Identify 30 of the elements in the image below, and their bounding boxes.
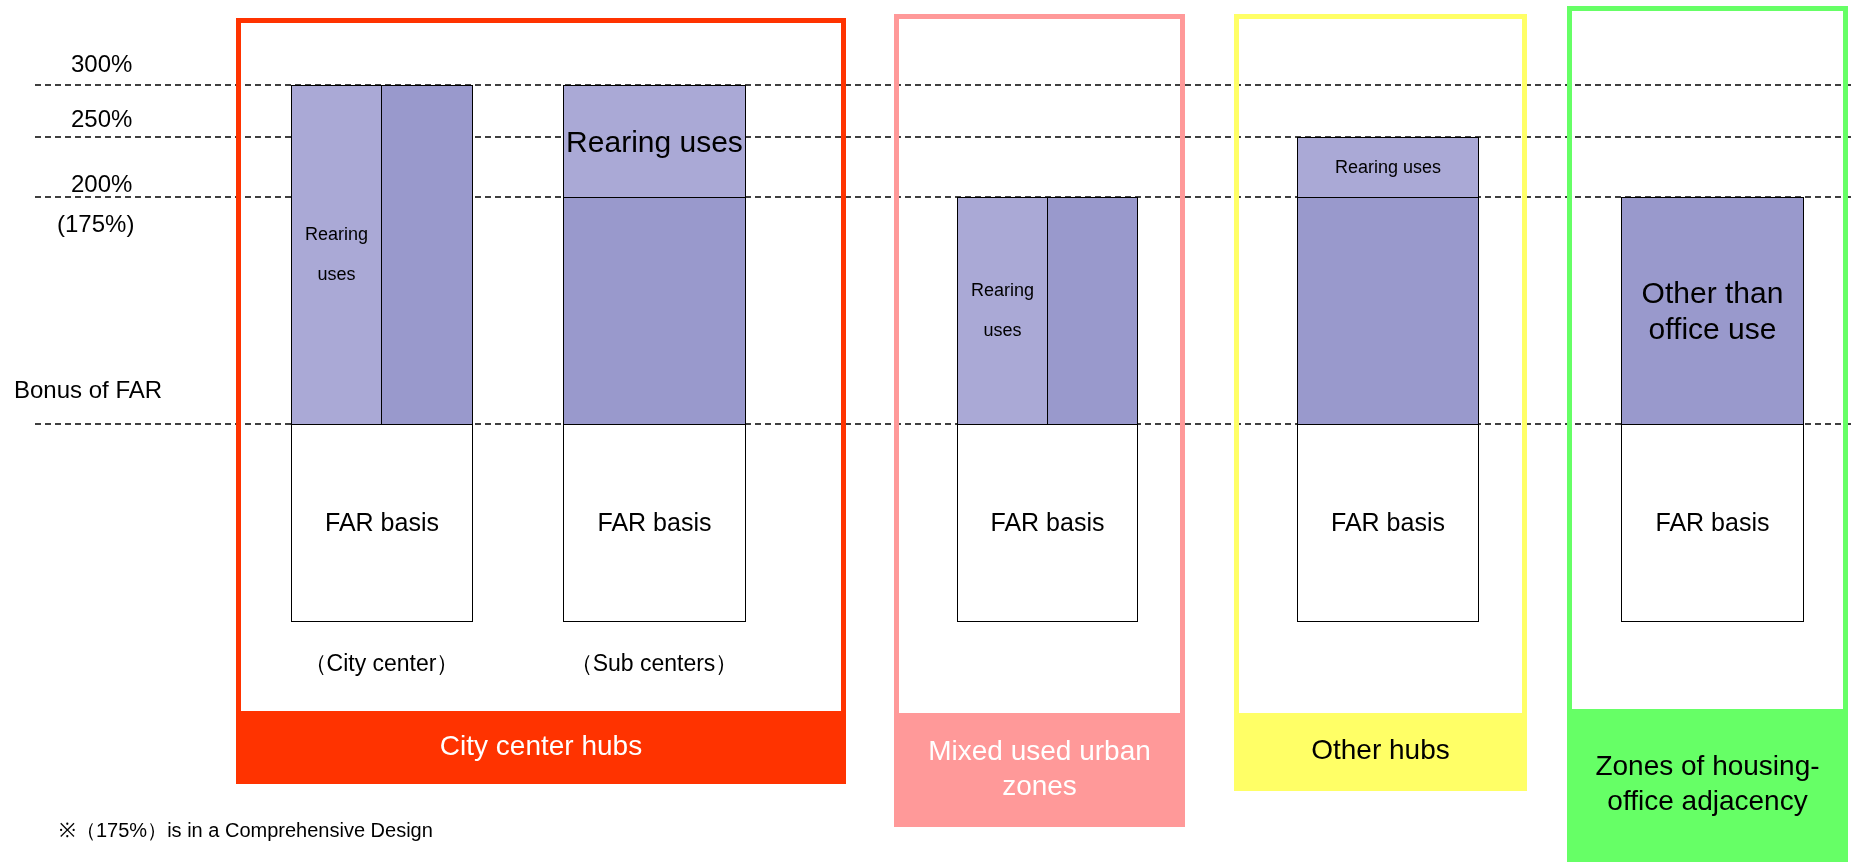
bar-segment: FAR basis — [957, 424, 1138, 622]
group-label-band: Mixed used urban zones — [899, 713, 1180, 822]
bar-segment: Rearing uses — [957, 197, 1048, 425]
bar-segment: Other than office use — [1621, 197, 1804, 425]
bar-segment: FAR basis — [1297, 424, 1479, 622]
axis-label: (175%) — [57, 209, 135, 239]
bar-segment: Rearing uses — [1297, 137, 1479, 198]
axis-label: 250% — [71, 104, 133, 134]
bar-segment — [563, 197, 746, 425]
column-caption: （City center） — [302, 649, 461, 678]
bar-segment — [1047, 197, 1138, 425]
bar-segment — [1297, 197, 1479, 425]
bar-segment: FAR basis — [563, 424, 746, 622]
axis-label: 300% — [71, 49, 133, 79]
group-frame — [1234, 14, 1527, 791]
axis-label: 200% — [71, 169, 133, 199]
group-frame — [236, 18, 846, 784]
group-label-band: City center hubs — [241, 711, 841, 779]
column-caption: （Sub centers） — [568, 649, 740, 678]
bar-segment: Rearing uses — [291, 85, 382, 425]
axis-label: Bonus of FAR — [14, 375, 163, 405]
bar-segment — [381, 85, 473, 425]
group-label-band: Zones of housing-office adjacency — [1572, 709, 1843, 857]
group-label-band: Other hubs — [1239, 713, 1522, 786]
bar-segment: FAR basis — [1621, 424, 1804, 622]
bar-segment: FAR basis — [291, 424, 473, 622]
bar-segment: Rearing uses — [563, 85, 746, 198]
group-frame — [1567, 6, 1848, 862]
group-frame — [894, 14, 1185, 827]
axis-label: ※（175%）is in a Comprehensive Design — [59, 818, 433, 843]
